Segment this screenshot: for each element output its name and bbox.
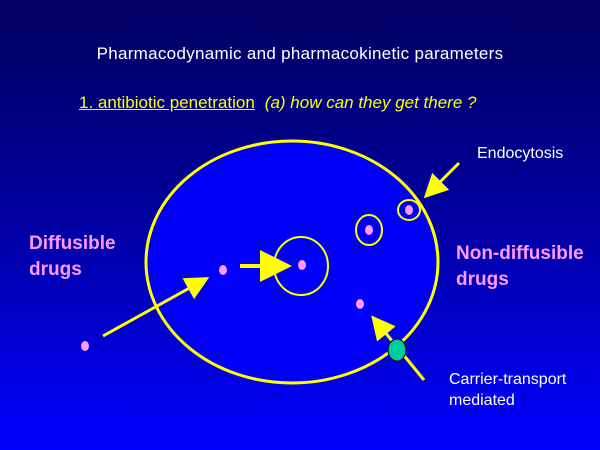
- drug-dot-endocytosed: [365, 225, 373, 235]
- section-question: (a) how can they get there ?: [264, 93, 477, 112]
- label-carrier: Carrier-transport mediated: [449, 369, 566, 411]
- label-non-diffusible: Non-diffusible drugs: [456, 241, 584, 293]
- vesicle-forming: [397, 199, 421, 221]
- section-heading: 1. antibiotic penetration: [79, 93, 255, 112]
- label-line: Diffusible: [29, 233, 116, 254]
- slide-subtitle: 1. antibiotic penetration (a) how can the…: [79, 93, 476, 113]
- label-line: Carrier-transport: [449, 371, 567, 388]
- drug-dot-endocytosis: [405, 205, 413, 215]
- carrier-protein: [387, 338, 407, 362]
- drug-dot-vesicle: [298, 260, 306, 270]
- slide-title: Pharmacodynamic and pharmacokinetic para…: [96, 44, 504, 63]
- drug-dot-carrier: [356, 299, 364, 309]
- vesicle-endocytosed: [355, 214, 383, 246]
- label-line: Non-diffusible: [456, 243, 584, 264]
- drug-dot-outside: [81, 341, 89, 351]
- diffusion-arrow: [102, 277, 210, 338]
- label-line: drugs: [29, 259, 82, 280]
- label-line: mediated: [449, 392, 515, 409]
- drug-dot-inside: [219, 265, 227, 275]
- label-diffusible: Diffusible drugs: [29, 231, 116, 283]
- endocytosis-arrow: [423, 161, 461, 199]
- cell-membrane: [144, 139, 440, 385]
- label-line: drugs: [456, 269, 509, 290]
- label-endocytosis: Endocytosis: [477, 145, 564, 162]
